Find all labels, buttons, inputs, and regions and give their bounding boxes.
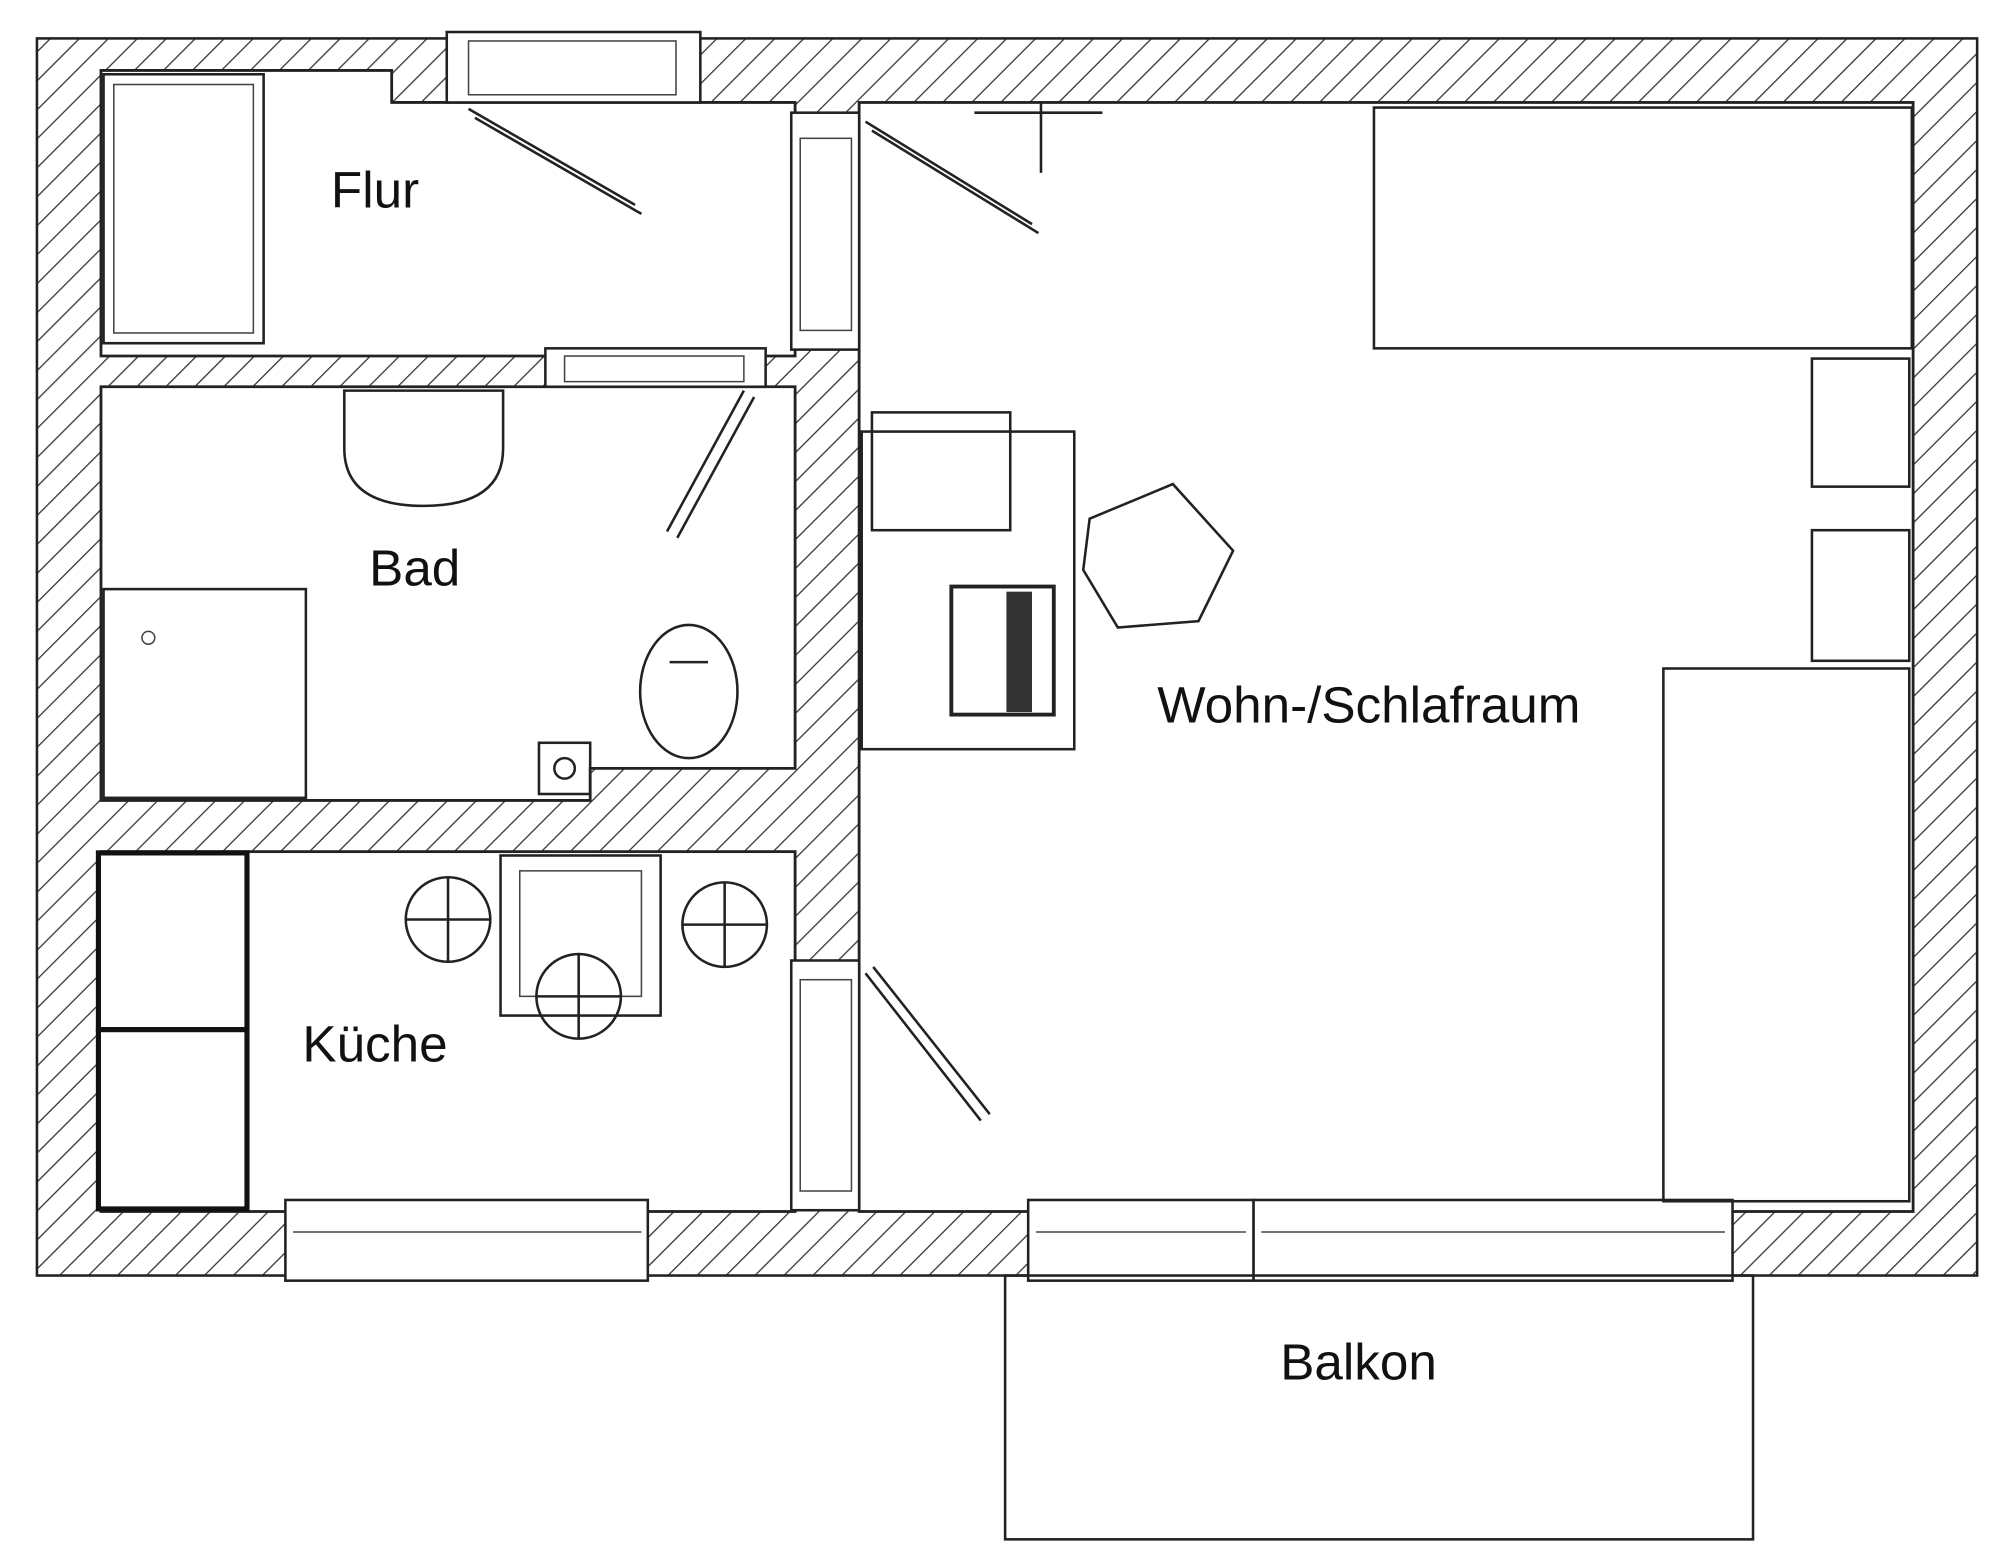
wardrobe xyxy=(102,72,265,345)
nightstand xyxy=(1810,357,1911,488)
bed-top xyxy=(1372,106,1914,350)
shower xyxy=(102,587,308,800)
desk xyxy=(860,430,1076,751)
kitchen-chairs xyxy=(404,875,769,1040)
room-flur xyxy=(99,69,797,358)
label-kueche: Küche xyxy=(302,1016,447,1073)
fridge xyxy=(95,850,250,1033)
washbasin xyxy=(343,389,505,508)
kitchen-table xyxy=(499,854,662,1017)
toilet xyxy=(638,623,739,760)
door-leaves xyxy=(467,107,1040,1122)
office-chair xyxy=(1081,482,1235,629)
label-wohn-schlafraum: Wohn-/Schlafraum xyxy=(1157,676,1580,733)
label-flur: Flur xyxy=(331,161,419,218)
openings xyxy=(284,30,1734,1282)
bed-right xyxy=(1662,667,1911,1203)
balcony xyxy=(1003,1274,1755,1541)
stove xyxy=(95,1027,250,1212)
furniture xyxy=(95,72,1914,1212)
coat-rack xyxy=(974,102,1103,173)
nightstand xyxy=(1810,528,1911,663)
label-balkon: Balkon xyxy=(1280,1333,1437,1390)
label-bad: Bad xyxy=(369,539,460,596)
computer xyxy=(949,584,1056,717)
